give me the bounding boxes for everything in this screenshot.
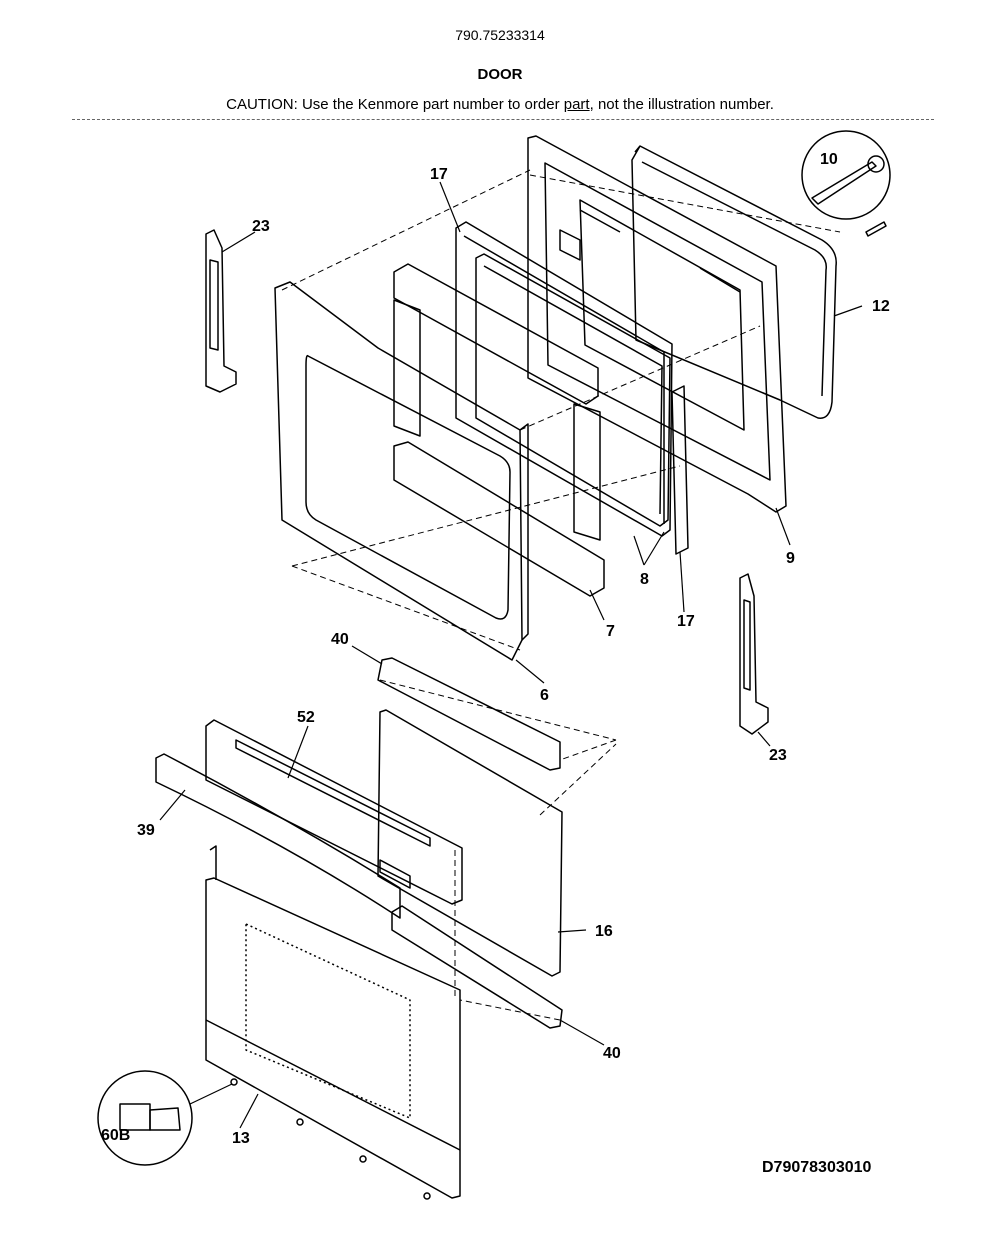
door-gasket-12: [631, 145, 837, 419]
callout-labels: 10 12 17 23 9 8 7 17 6 40 52 39 16 40 23…: [101, 151, 890, 1176]
callout-23-right: 23: [769, 747, 787, 764]
callout-10: 10: [820, 151, 838, 168]
screw-detail-60b: [97, 1070, 193, 1166]
window-glass-8: [475, 253, 671, 527]
insulation-7: [393, 263, 605, 597]
callout-52: 52: [297, 709, 315, 726]
callout-17-right: 17: [677, 613, 695, 630]
door-frame-6: [274, 281, 529, 661]
model-number: 790.75233314: [455, 27, 545, 43]
callout-60b: 60B: [101, 1127, 130, 1144]
callout-23-left: 23: [252, 218, 270, 235]
header-divider: [72, 119, 934, 120]
glass-panel-16: [377, 709, 563, 977]
diagram-id: D79078303010: [762, 1159, 872, 1176]
callout-17-top: 17: [430, 166, 448, 183]
callout-16: 16: [595, 923, 613, 940]
channel-40-lower: [391, 905, 563, 1029]
caution-part-link: part: [563, 96, 590, 113]
handle-39: [155, 753, 401, 919]
panel-screws: [230, 1078, 431, 1200]
channel-40-upper: [377, 657, 561, 771]
callout-9: 9: [786, 550, 795, 567]
caution-text: CAUTION: Use the Kenmore part number to …: [226, 96, 564, 113]
callout-40-bottom: 40: [603, 1045, 621, 1062]
callout-6: 6: [540, 687, 549, 704]
side-trim-17: [671, 385, 689, 555]
hinge-23-left: [205, 229, 237, 393]
insulation-retainer-17: [455, 221, 673, 537]
screw-detail-10: [801, 130, 891, 237]
inner-liner-9: [527, 135, 787, 513]
leader-lines: [159, 181, 863, 1129]
hinge-23-right: [739, 573, 769, 735]
callout-12: 12: [872, 298, 890, 315]
callout-40-top: 40: [331, 631, 349, 648]
callout-39: 39: [137, 822, 155, 839]
page-title: DOOR: [477, 66, 523, 83]
outer-panel-13: [205, 845, 461, 1199]
callout-13: 13: [232, 1130, 250, 1147]
assembly-guide-lines: [281, 169, 841, 1021]
caution-note: CAUTION: Use the Kenmore part number to …: [0, 96, 1000, 113]
handle-support-52: [205, 719, 463, 905]
callout-8: 8: [640, 571, 649, 588]
caution-text-end: , not the illustration number.: [589, 96, 774, 113]
callout-7: 7: [606, 623, 615, 640]
